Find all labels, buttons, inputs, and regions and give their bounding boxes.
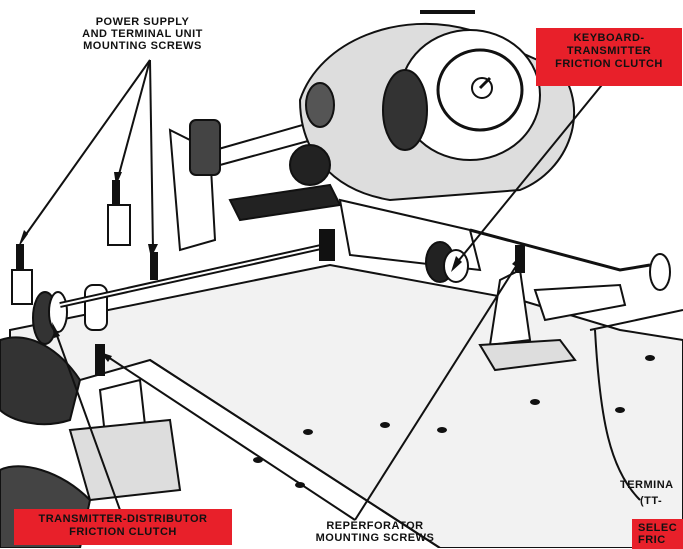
lower-left-mount [68,344,182,502]
power-supply-screws [11,180,158,305]
terminal-unit-label-partial: TERMINA [620,479,674,491]
power-supply-screws-label: POWER SUPPLY AND TERMINAL UNIT MOUNTING … [82,16,203,52]
leader-lines [21,59,611,521]
plate-holes [253,355,655,488]
keyboard-transmitter-clutch-label: KEYBOARD- TRANSMITTER FRICTION CLUTCH [536,28,682,86]
selector-clutch-label-partial: SELEC FRIC [632,519,683,549]
reperforator-screws-label: REPERFORATOR MOUNTING SCREWS [315,520,435,544]
transmitter-distributor-clutch [32,242,331,345]
transmitter-distributor-clutch-label: TRANSMITTER-DISTRIBUTOR FRICTION CLUTCH [14,509,232,545]
center-frame [168,118,342,261]
tt-designation-label-partial: (TT- [640,495,663,507]
keyboard-transmitter-clutch [338,198,671,291]
arrowheads [18,172,523,362]
reperforator-unit [289,10,576,202]
